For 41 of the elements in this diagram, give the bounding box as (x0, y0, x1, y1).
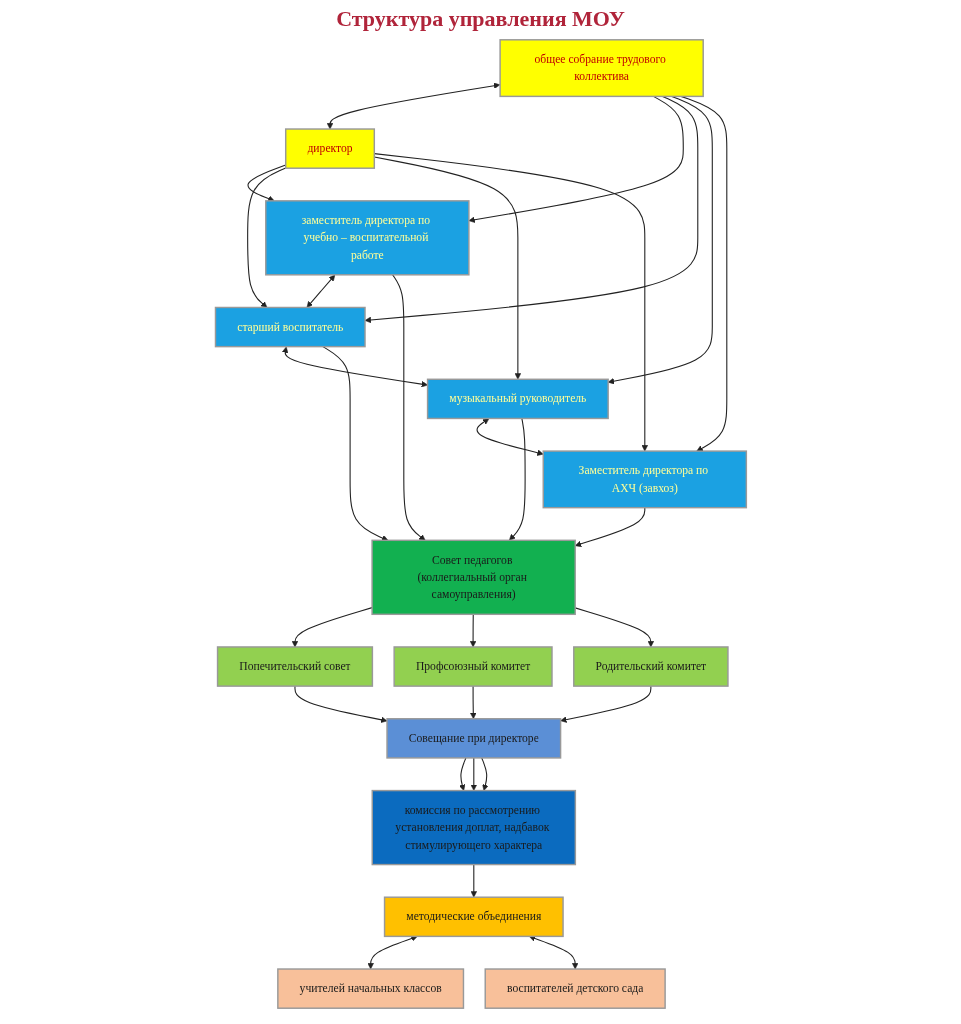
node-box: директор (284, 128, 375, 169)
arrow (373, 156, 521, 380)
arrow (281, 346, 428, 388)
arrow (247, 164, 286, 202)
node-box: Попечительский совет (216, 646, 373, 687)
arrow (468, 95, 684, 223)
node-box: воспитателей детского сада (484, 968, 666, 1009)
arrow (391, 274, 426, 541)
node-box: Родительский комитет (572, 646, 729, 687)
arrow (470, 757, 477, 791)
arrow (574, 607, 654, 648)
arrow (321, 346, 388, 541)
arrow (528, 935, 578, 970)
arrow (469, 613, 476, 648)
node-box: заместитель директора по учебно – воспитательной работе (264, 200, 470, 276)
node-box: методические объединения (383, 896, 564, 938)
node-box: комиссия по рассмотрению установления доплат, надбавок стимулирующего характера (371, 789, 576, 866)
arrow (246, 167, 286, 308)
arrow (373, 153, 648, 452)
arrow (367, 935, 418, 970)
arrow (364, 95, 698, 324)
node-box: музыкальный руководитель (426, 378, 609, 420)
arrow (470, 864, 477, 898)
node-box: старший воспитатель (214, 306, 366, 348)
arrow (480, 757, 489, 791)
arrow (607, 95, 713, 385)
arrow (559, 685, 651, 723)
arrow (294, 685, 387, 723)
node-box: общее собрание трудового коллектива (498, 39, 704, 98)
arrow (306, 274, 335, 308)
arrow (574, 507, 645, 547)
arrow (458, 757, 466, 791)
arrow (326, 82, 500, 130)
node-box: Совещание при директоре (385, 718, 561, 759)
node-box: Совет педагогов (коллегиальный орган самоуправления) (370, 539, 576, 616)
diagram-title: Структура управления МОУ (335, 6, 626, 32)
node-box: учителей начальных классов (276, 968, 464, 1009)
node-box: Заместитель директора по АХЧ (завхоз) (542, 450, 747, 509)
arrow (469, 685, 477, 720)
node-box: Профсоюзный комитет (393, 646, 553, 687)
arrow (508, 417, 526, 541)
